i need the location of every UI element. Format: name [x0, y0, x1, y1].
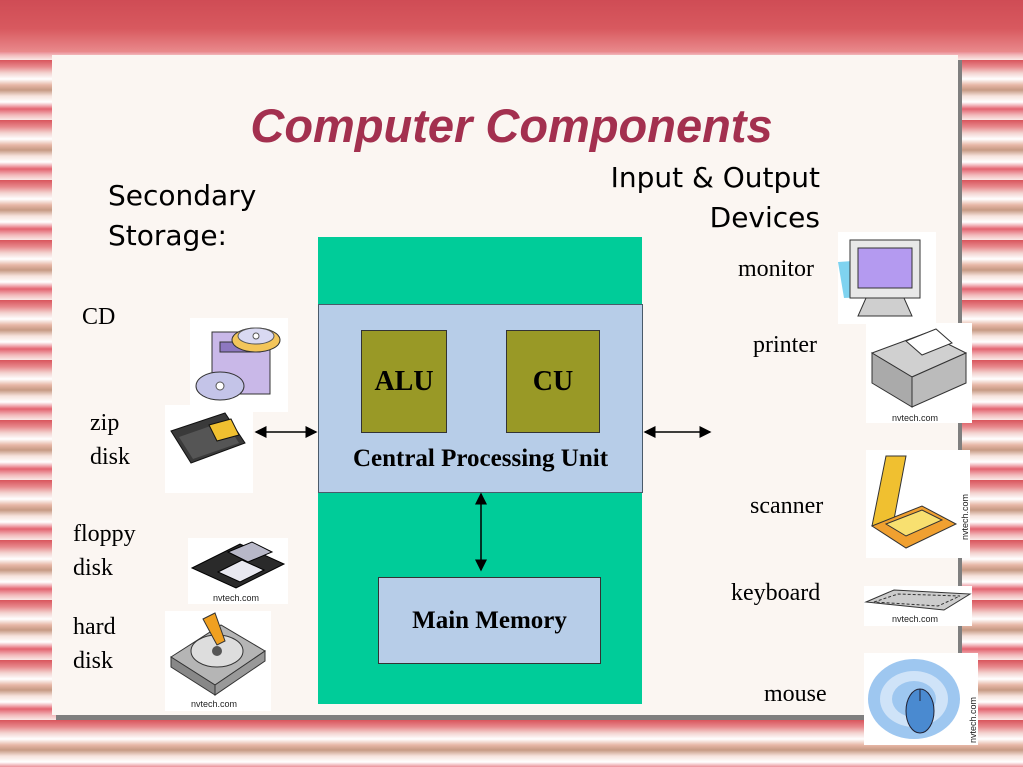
slide-title: Computer Components	[250, 99, 773, 152]
cpu-label: Central Processing Unit	[352, 445, 609, 472]
storage-label-hard: hard disk	[73, 614, 116, 674]
io-devices-heading: Input & Output Devices	[610, 161, 820, 234]
device-label-scanner: scanner	[750, 493, 824, 519]
storage-label-zip: zip disk	[90, 410, 131, 470]
background-top-band	[0, 0, 1023, 52]
storage-label-cd: CD	[82, 304, 116, 330]
mouse-icon: nvtech.com	[864, 653, 978, 745]
main-memory-box: Main Memory	[378, 577, 601, 664]
floppy-disk-icon: nvtech.com	[188, 538, 288, 604]
floppy-watermark: nvtech.com	[213, 593, 260, 603]
scanner-icon: nvtech.com	[866, 450, 970, 558]
secondary-storage-heading: Secondary Storage:	[108, 179, 257, 252]
monitor-icon	[838, 232, 936, 324]
keyboard-watermark: nvtech.com	[892, 614, 939, 624]
printer-icon: nvtech.com	[866, 323, 972, 423]
cu-box: CU	[506, 330, 600, 433]
device-label-monitor: monitor	[738, 256, 814, 282]
keyboard-icon: nvtech.com	[864, 586, 972, 626]
zip-disk-icon	[165, 405, 253, 493]
device-label-printer: printer	[753, 332, 817, 358]
cd-drive-icon	[190, 318, 288, 412]
alu-box: ALU	[361, 330, 447, 433]
device-label-keyboard: keyboard	[731, 580, 821, 606]
storage-label-floppy: floppy disk	[73, 521, 136, 581]
hard-disk-icon: nvtech.com	[165, 611, 271, 711]
device-label-mouse: mouse	[764, 681, 827, 707]
hard-disk-watermark: nvtech.com	[191, 699, 238, 709]
mouse-watermark: nvtech.com	[968, 696, 978, 743]
cpu-box: ALU CU Central Processing Unit	[318, 304, 643, 493]
scanner-watermark: nvtech.com	[960, 493, 970, 540]
printer-watermark: nvtech.com	[892, 413, 939, 423]
